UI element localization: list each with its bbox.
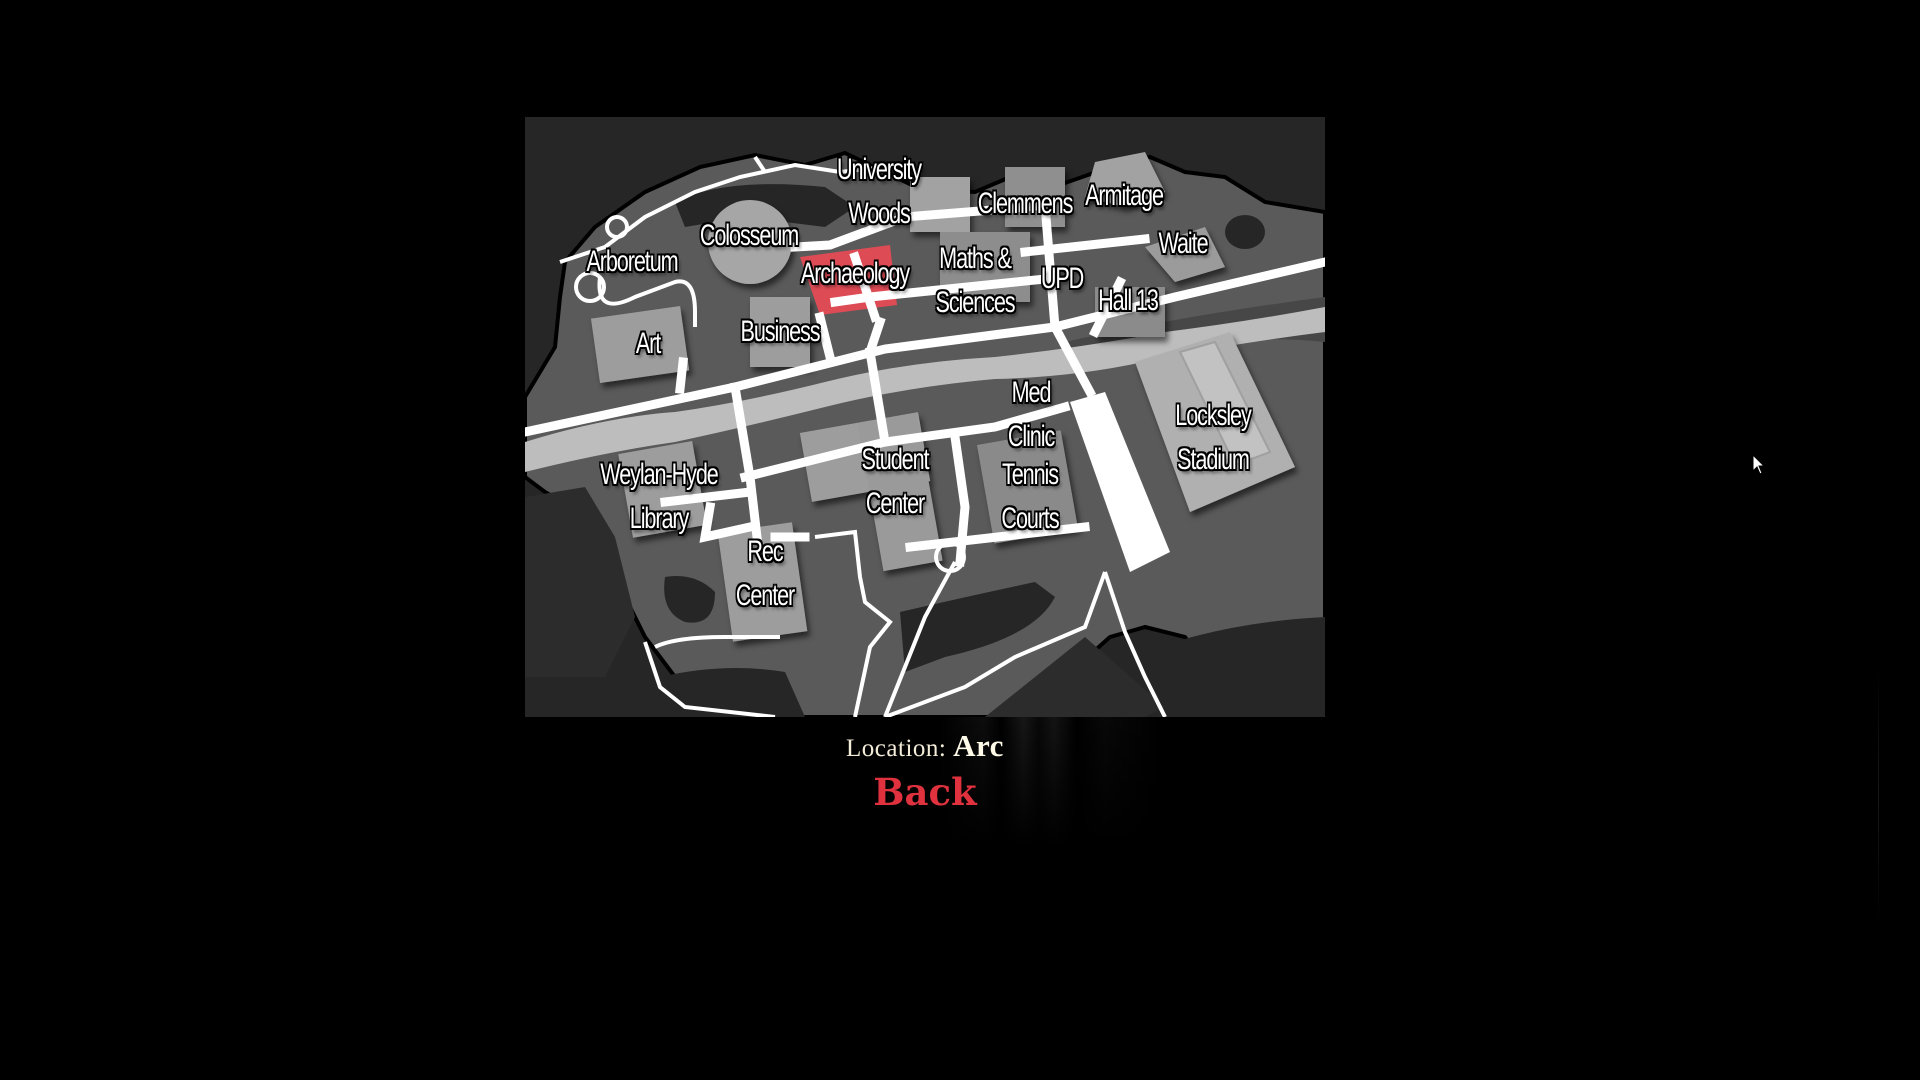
paths [559, 155, 1167, 717]
location-label: Location: [846, 735, 947, 762]
buildings [590, 152, 1295, 642]
map-artwork [525, 150, 1325, 717]
label-text: Hall 13 [1098, 284, 1159, 317]
creek [525, 307, 1325, 472]
label-text: Weylan-Hyde Library [600, 458, 718, 535]
map-label-weylan-hyde-library[interactable]: Weylan-Hyde Library [577, 453, 740, 541]
map-label-art[interactable]: Art [631, 322, 665, 366]
pond [900, 582, 1055, 672]
roads [525, 200, 1325, 567]
mouse-cursor-icon [1752, 454, 1766, 475]
label-text: Student Center [861, 443, 930, 520]
map-label-hall-13[interactable]: Hall 13 [1087, 279, 1170, 323]
pond [664, 576, 715, 623]
dark-area [655, 668, 805, 717]
current-location: Location: Arc [0, 728, 1850, 764]
map-label-archaeology[interactable]: Archaeology [780, 252, 930, 296]
map-label-tennis-courts[interactable]: Tennis Courts [990, 453, 1069, 541]
map-label-armitage[interactable]: Armitage [1070, 174, 1178, 218]
label-text: Armitage [1085, 179, 1164, 212]
label-text: Clemmens [977, 187, 1074, 220]
label-text: Colosseum [699, 219, 799, 252]
map-label-rec-center[interactable]: Rec Center [724, 530, 805, 618]
label-text: Business [740, 315, 820, 348]
label-text: Maths & Sciences [935, 242, 1015, 319]
label-text: Tennis Courts [1001, 458, 1059, 535]
label-text: Locksley Stadium [1175, 399, 1251, 476]
map-label-waite[interactable]: Waite [1149, 222, 1217, 266]
campus-map: University Woods Colosseum Arboretum Arc… [525, 117, 1325, 717]
map-label-upd[interactable]: UPD [1033, 257, 1092, 301]
dark-area [985, 637, 1165, 717]
back-button-row: Back [0, 770, 1850, 814]
map-label-med-clinic[interactable]: Med Clinic [999, 371, 1063, 459]
map-label-arboretum[interactable]: Arboretum [569, 240, 696, 284]
map-label-locksley-stadium[interactable]: Locksley Stadium [1161, 394, 1266, 482]
parking-lot [1070, 392, 1170, 572]
map-label-clemmens[interactable]: Clemmens [959, 182, 1090, 226]
map-label-maths-sciences[interactable]: Maths & Sciences [920, 237, 1030, 325]
label-text: Med Clinic [1007, 376, 1055, 453]
map-label-business[interactable]: Business [725, 310, 835, 354]
label-text: Archaeology [800, 257, 910, 290]
pond [1225, 215, 1265, 249]
map-label-university-woods[interactable]: University Woods [821, 148, 938, 236]
label-text: UPD [1040, 262, 1084, 295]
map-label-student-center[interactable]: Student Center [849, 438, 942, 526]
dark-area [1145, 617, 1325, 717]
back-button[interactable]: Back [873, 770, 977, 814]
dark-area [525, 487, 635, 677]
label-text: Art [635, 327, 661, 360]
label-text: University Woods [836, 153, 922, 230]
label-text: Waite [1158, 227, 1208, 260]
label-text: Rec Center [735, 535, 795, 612]
location-value: Arc [953, 728, 1004, 763]
map-label-colosseum[interactable]: Colosseum [681, 214, 818, 258]
decorative-edge [1878, 665, 1879, 925]
label-text: Arboretum [586, 245, 678, 278]
